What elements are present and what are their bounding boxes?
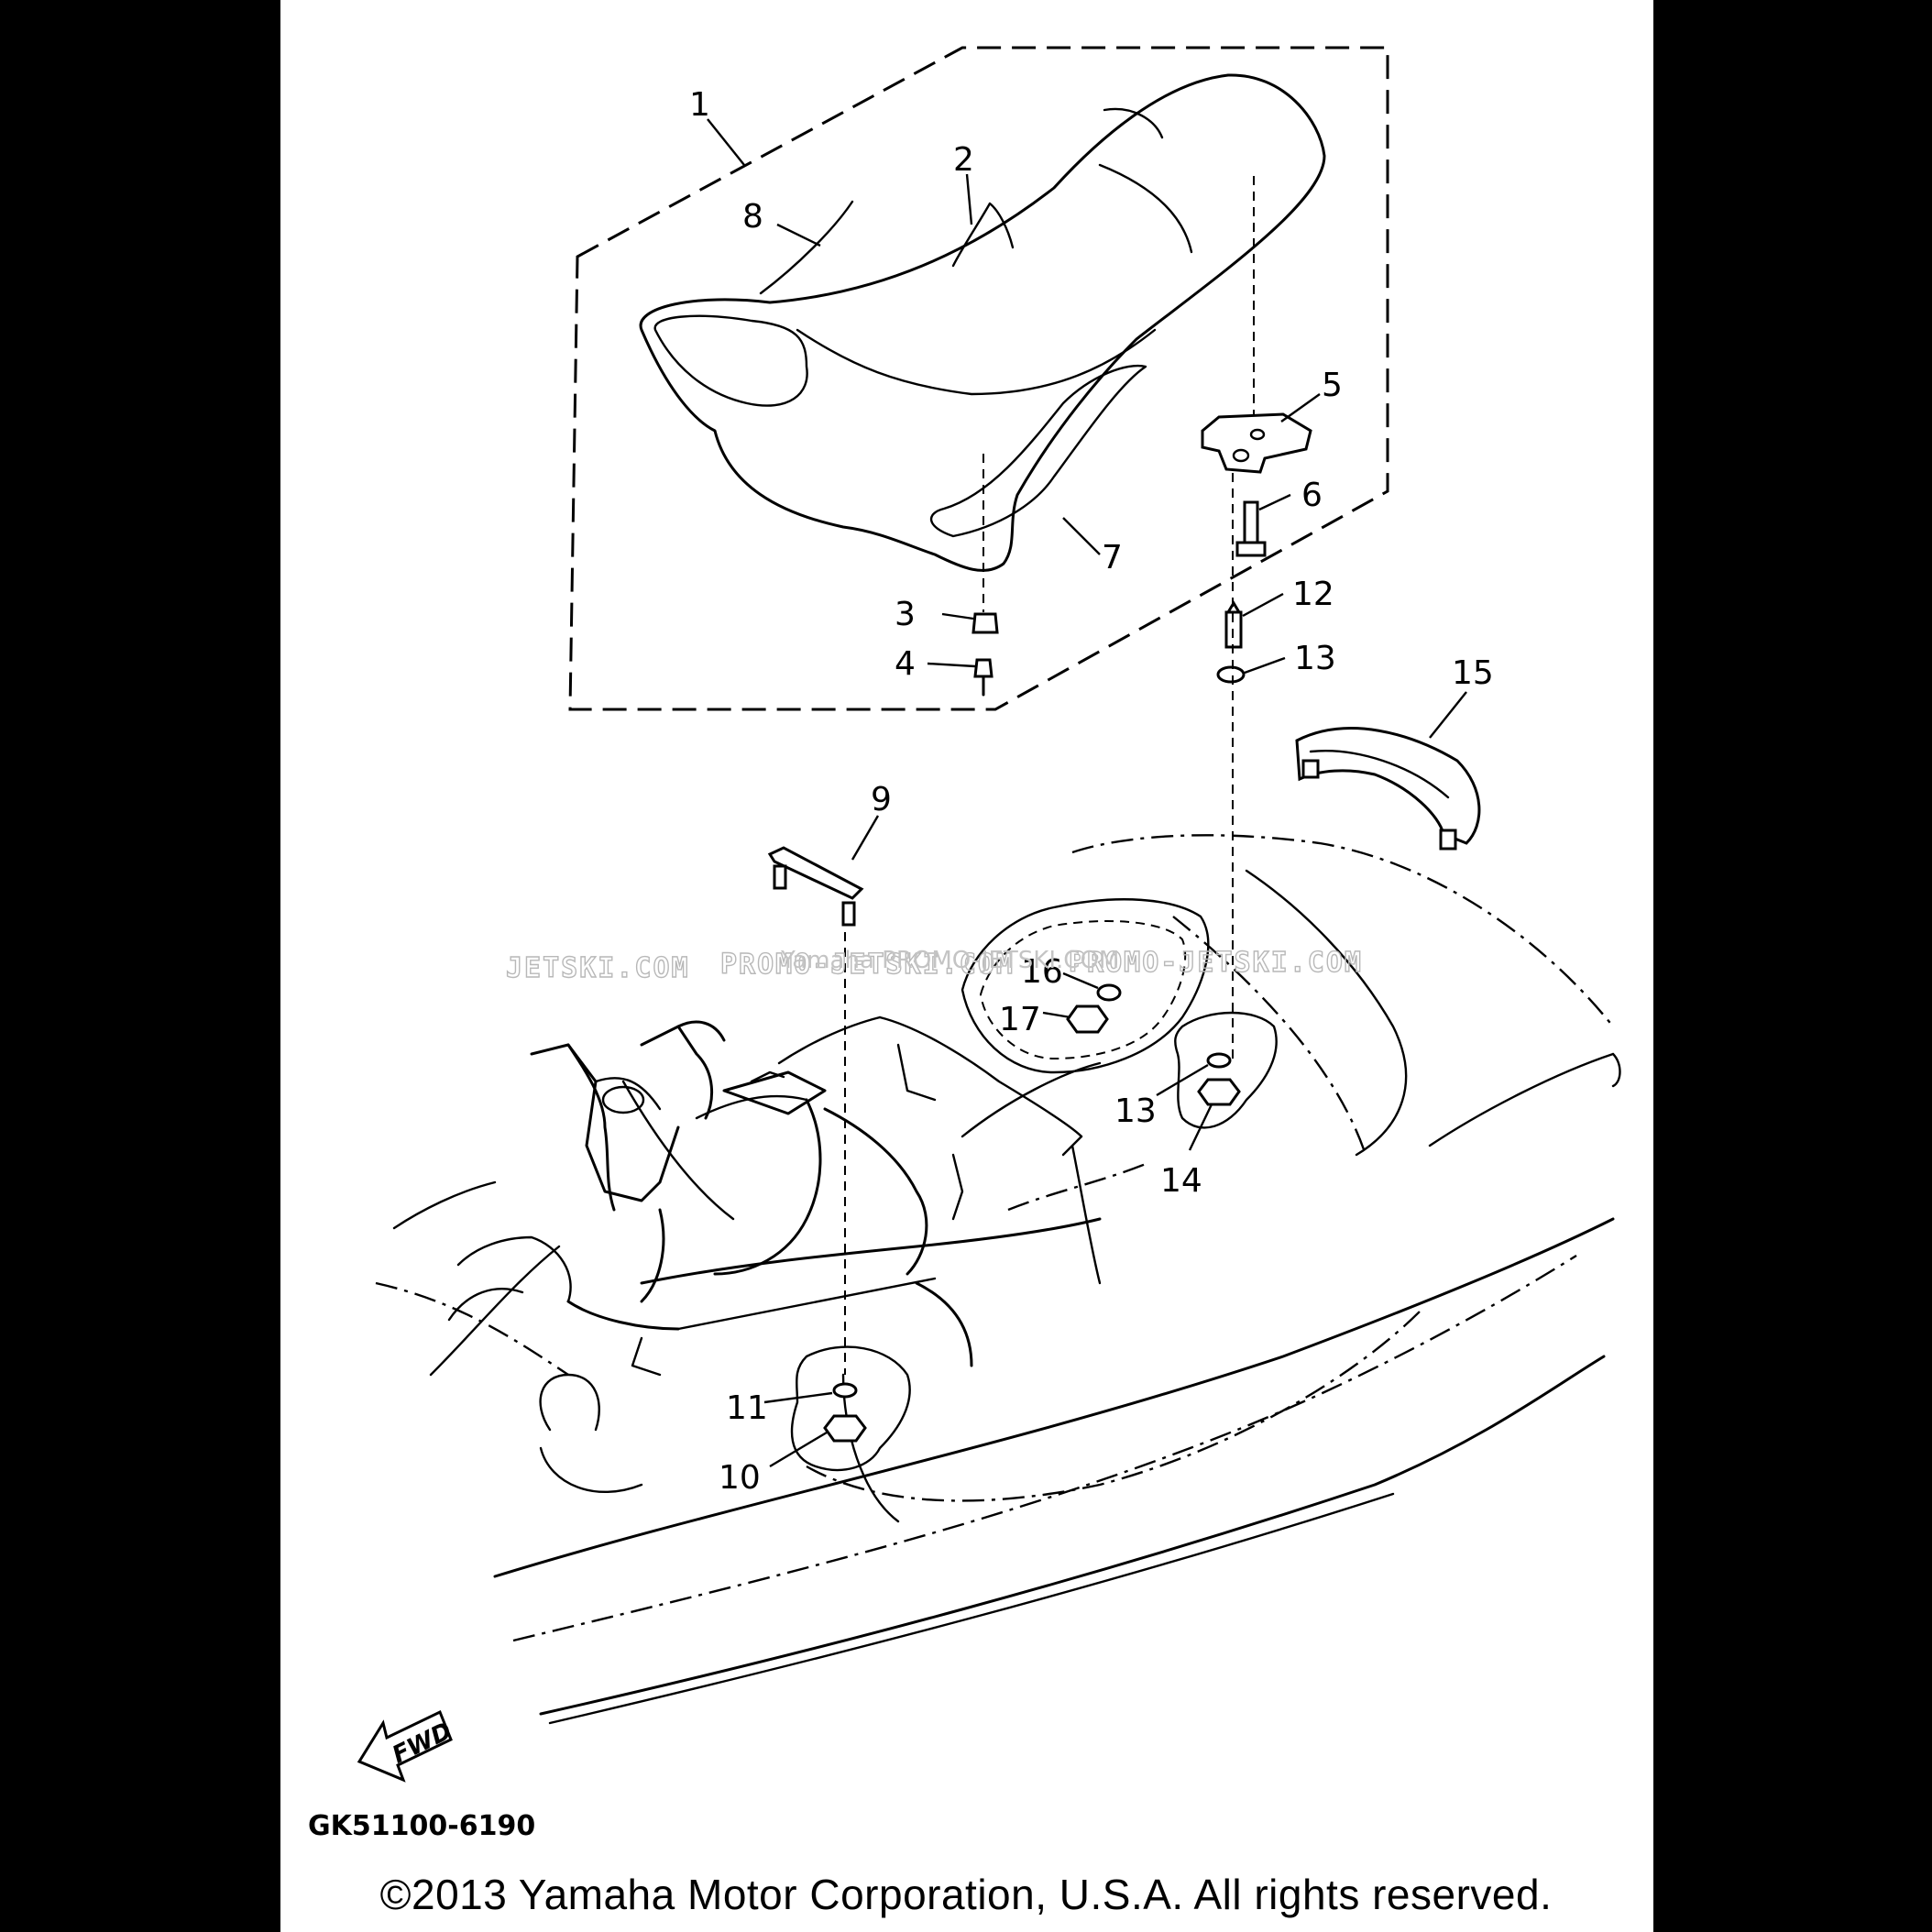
label-part-15: 15 xyxy=(1452,654,1494,692)
engine-compartment xyxy=(447,1020,973,1493)
part-labels: 1 2 3 4 5 6 7 8 9 10 11 12 13 13 14 15 1… xyxy=(689,86,1494,1497)
part-16 xyxy=(1096,983,1122,1002)
watermark-left: JETSKI.COM xyxy=(506,952,690,984)
label-part-13-upper: 13 xyxy=(1294,640,1336,677)
label-part-9: 9 xyxy=(871,781,892,818)
label-part-3: 3 xyxy=(895,596,916,633)
nut-part-10 xyxy=(823,1414,867,1443)
seat-base-compartment xyxy=(777,898,1210,1157)
seat-body xyxy=(639,73,1326,572)
label-part-7: 7 xyxy=(1102,539,1123,576)
stud-part-12 xyxy=(1224,600,1243,649)
nut-part-17 xyxy=(1066,1004,1109,1034)
pin-part-4 xyxy=(973,658,993,697)
label-part-17: 17 xyxy=(999,1001,1041,1038)
label-part-8: 8 xyxy=(742,198,763,236)
label-part-14: 14 xyxy=(1160,1162,1202,1200)
label-part-2: 2 xyxy=(953,141,974,179)
label-part-12: 12 xyxy=(1292,576,1334,613)
label-part-5: 5 xyxy=(1322,367,1343,404)
cover-part-15 xyxy=(1295,727,1481,851)
washer-part-13-upper xyxy=(1216,665,1246,684)
diagram-sheet xyxy=(280,0,1653,1932)
fwd-arrow: FWD xyxy=(357,1709,456,1783)
watermark-right: PROMO-JETSKI.COM xyxy=(1069,947,1363,979)
copyright-notice: ©2013 Yamaha Motor Corporation, U.S.A. A… xyxy=(379,1871,1553,1918)
label-part-10: 10 xyxy=(719,1459,761,1497)
label-part-6: 6 xyxy=(1301,477,1323,514)
label-part-16: 16 xyxy=(1021,953,1063,991)
label-part-1: 1 xyxy=(689,86,710,124)
watermark-center: Yamaha PROMO-JETSKI.COM xyxy=(780,947,1119,974)
leader-lines xyxy=(707,118,1467,1468)
bracket-part-5 xyxy=(1201,412,1312,474)
mounting-pad-rear xyxy=(1174,1011,1278,1129)
washer-part-13-lower xyxy=(1206,1052,1232,1069)
bolt-part-6 xyxy=(1235,500,1267,557)
washer-part-11 xyxy=(832,1382,858,1399)
label-part-4: 4 xyxy=(895,645,916,683)
nut-part-14 xyxy=(1197,1078,1241,1106)
seat-assembly-boundary xyxy=(568,46,1389,711)
diagram-code: GK51100-6190 xyxy=(308,1810,535,1842)
label-part-11: 11 xyxy=(726,1389,768,1427)
watermarks: JETSKI.COM PROMO-JETSKI.COM PROMO-JETSKI… xyxy=(505,946,1363,984)
mounting-pad-front xyxy=(790,1345,911,1472)
grommet-part-3 xyxy=(971,612,999,634)
label-part-13-lower: 13 xyxy=(1114,1092,1157,1130)
watermark-middle: PROMO-JETSKI.COM xyxy=(720,949,1015,981)
bracket-part-9 xyxy=(767,846,864,927)
